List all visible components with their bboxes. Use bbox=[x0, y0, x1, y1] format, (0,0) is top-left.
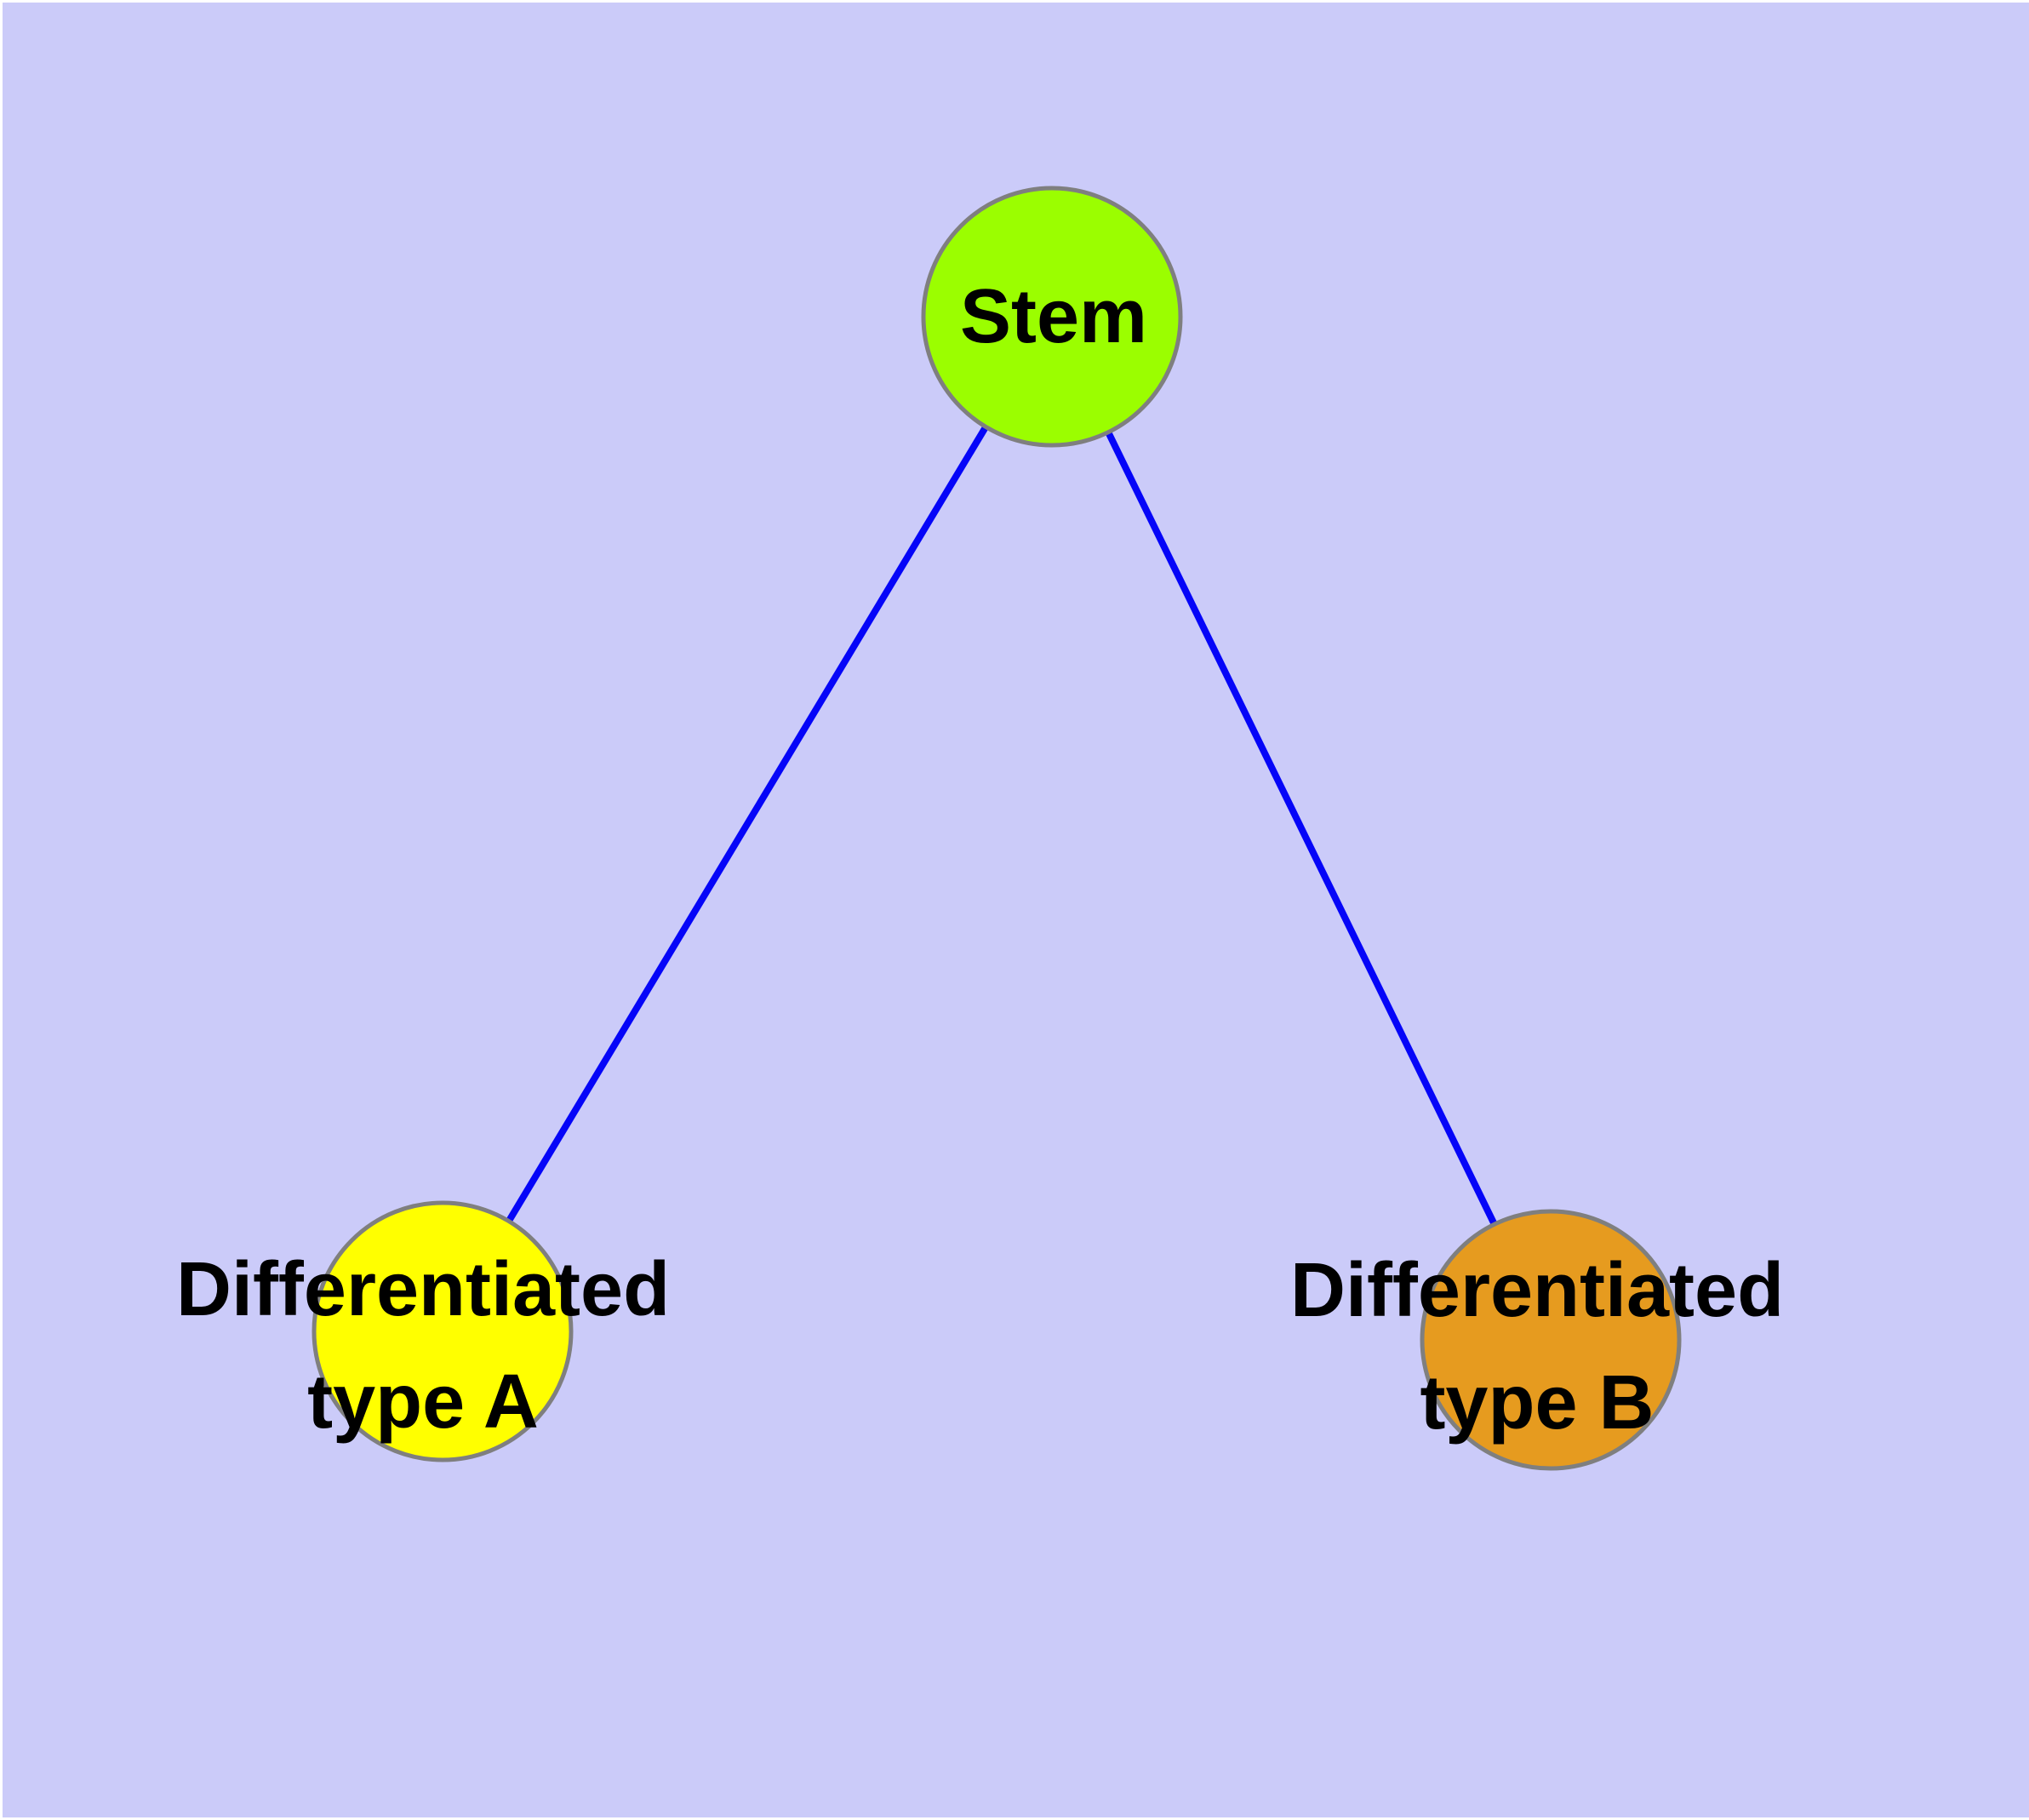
node-label-diff-type-b-line2: type B bbox=[1420, 1360, 1655, 1445]
node-stem bbox=[921, 186, 1183, 448]
node-label-diff-type-b: Differentiated type B bbox=[1290, 1234, 1784, 1459]
node-label-diff-type-a-line2: type A bbox=[307, 1359, 539, 1445]
node-label-stem-line1: Stem bbox=[959, 274, 1148, 359]
node-label-diff-type-a-line1: Differentiated bbox=[175, 1247, 671, 1332]
node-label-diff-type-b-line1: Differentiated bbox=[1289, 1248, 1785, 1333]
edge-stem-to-type-b bbox=[1049, 315, 1554, 1342]
node-label-stem: Stem bbox=[960, 260, 1147, 373]
node-diff-type-b bbox=[1420, 1209, 1682, 1471]
node-label-diff-type-a: Differentiated type A bbox=[176, 1233, 670, 1458]
edge-stem-to-type-a bbox=[439, 314, 1055, 1334]
node-diff-type-a bbox=[311, 1200, 574, 1462]
